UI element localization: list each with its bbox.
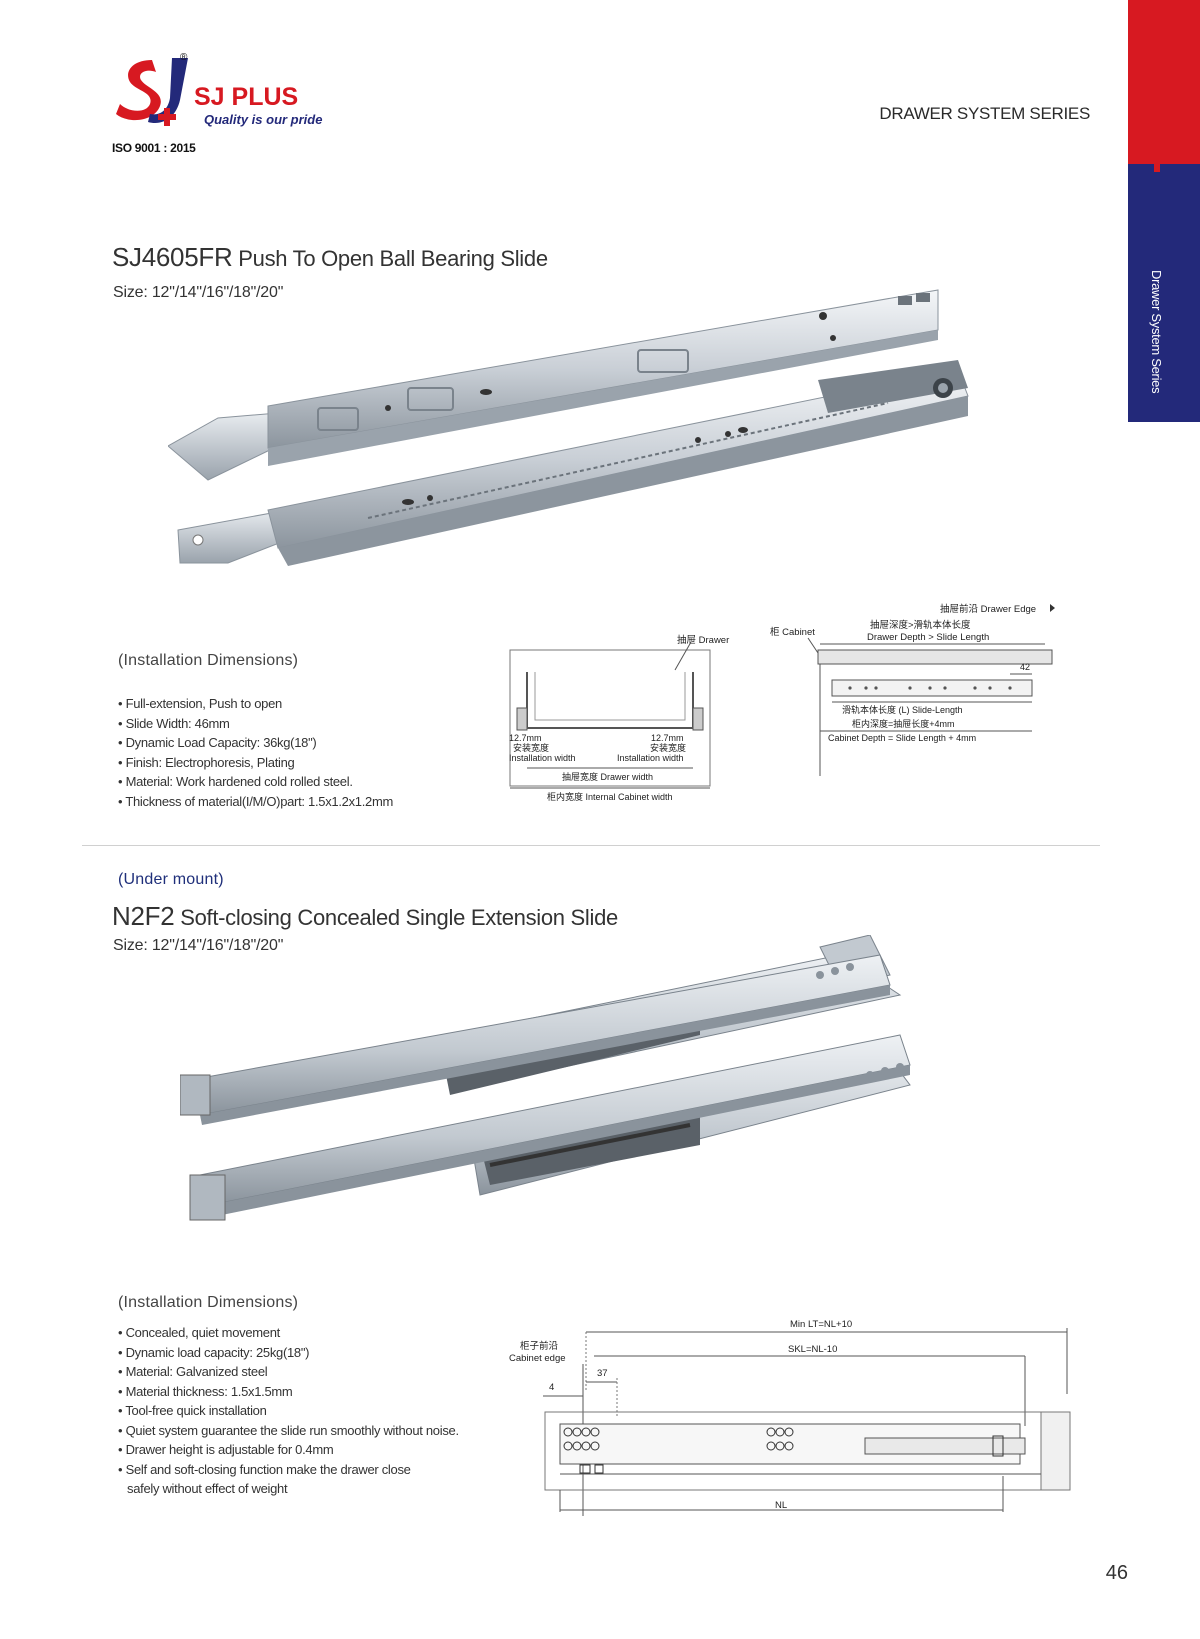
feature-item: Dynamic Load Capacity: 36kg(18") <box>118 733 393 753</box>
label-drawer-width: 抽屉宽度 Drawer width <box>562 771 653 782</box>
label-cabinet-depth-cn: 柜内深度=抽屉长度+4mm <box>852 718 955 729</box>
registered-mark: ® <box>180 52 188 63</box>
product2-title: N2F2 Soft-closing Concealed Single Exten… <box>112 901 618 932</box>
label-cabinet-edge-cn: 柜子前沿 <box>520 1340 559 1352</box>
feature-item: Material thickness: 1.5x1.5mm <box>118 1382 459 1402</box>
feature-item: Thickness of material(I/M/O)part: 1.5x1.… <box>118 792 393 812</box>
label-dim-4: 4 <box>549 1382 554 1393</box>
product1-size: Size: 12"/14"/16"/18"/20" <box>113 284 284 301</box>
label-dim-37: 37 <box>597 1368 608 1379</box>
label-dim-left: 12.7mm <box>509 733 542 743</box>
label-nl: NL <box>775 1500 787 1511</box>
label-drawer-edge: 抽屉前沿 Drawer Edge <box>940 603 1036 615</box>
feature-item: Quiet system guarantee the slide run smo… <box>118 1421 459 1441</box>
side-tab-blue <box>1128 150 1200 422</box>
feature-item: Material: Work hardened cold rolled stee… <box>118 772 393 792</box>
product1-feature-list: Full-extension, Push to open Slide Width… <box>118 694 393 811</box>
feature-item: Finish: Electrophoresis, Plating <box>118 753 393 773</box>
feature-item: Material: Galvanized steel <box>118 1362 459 1382</box>
product2-kicker: (Under mount) <box>118 871 224 888</box>
front-view-diagram: 抽屉 Drawer 12.7mm 12.7mm 安装宽度 安装宽度 Instal… <box>505 628 745 813</box>
product1-install-heading: (Installation Dimensions) <box>118 652 299 669</box>
label-dim-42: 42 <box>1020 662 1030 672</box>
feature-item: Slide Width: 46mm <box>118 714 393 734</box>
tagline: Quality is our pride <box>204 112 322 127</box>
label-skl: SKL=NL-10 <box>788 1344 837 1355</box>
series-title: DRAWER SYSTEM SERIES <box>879 104 1090 123</box>
product1-name: Push To Open Ball Bearing Slide <box>238 246 548 271</box>
product2-size: Size: 12"/14"/16"/18"/20" <box>113 937 284 954</box>
label-internal-width: 柜内宽度 Internal Cabinet width <box>547 791 673 802</box>
concealed-slide-image <box>179 934 940 1260</box>
label-install-cn-left: 安装宽度 <box>513 742 549 753</box>
product2-code: N2F2 <box>112 901 175 931</box>
label-slide-length: 滑轨本体长度 (L) Slide-Length <box>842 704 963 715</box>
feature-item: Concealed, quiet movement <box>118 1323 459 1343</box>
product2-feature-list: Concealed, quiet movement Dynamic load c… <box>118 1323 459 1499</box>
label-drawer: 抽屉 Drawer <box>677 634 729 646</box>
label-min-lt: Min LT=NL+10 <box>790 1319 852 1330</box>
product2-name: Soft-closing Concealed Single Extension … <box>180 905 618 930</box>
label-install-cn-right: 安装宽度 <box>650 742 686 753</box>
brand-name: SJ PLUS <box>194 83 298 111</box>
product1-title: SJ4605FR Push To Open Ball Bearing Slide <box>112 242 548 273</box>
side-tab-label: Drawer System Series <box>1149 270 1164 394</box>
label-dim-right: 12.7mm <box>651 733 684 743</box>
concealed-slide-diagram: Min LT=NL+10 SKL=NL-10 柜子前沿 Cabinet edge… <box>505 1316 1105 1521</box>
section-divider <box>82 845 1100 846</box>
page-number: 46 <box>1105 1562 1128 1584</box>
brand-logo: ® SJ PLUS Quality is our pride <box>110 50 360 160</box>
iso-certification: ISO 9001 : 2015 <box>112 141 196 155</box>
label-cabinet-edge-en: Cabinet edge <box>509 1353 566 1364</box>
side-tab-red <box>1128 0 1200 164</box>
label-depth-cn: 抽屉深度>滑轨本体长度 <box>870 619 971 631</box>
label-depth-en: Drawer Depth > Slide Length <box>867 632 989 643</box>
feature-item-continued: safely without effect of weight <box>127 1481 288 1496</box>
product2-install-heading: (Installation Dimensions) <box>118 1294 299 1311</box>
feature-item: Drawer height is adjustable for 0.4mm <box>118 1440 459 1460</box>
product1-code: SJ4605FR <box>112 242 233 272</box>
tab-mark-icon <box>1148 150 1160 172</box>
label-cabinet: 柜 Cabinet <box>770 626 815 638</box>
sj-monogram-icon <box>116 58 188 126</box>
label-install-en-right: Installation width <box>617 753 684 763</box>
label-cabinet-depth-en: Cabinet Depth = Slide Length + 4mm <box>828 733 976 743</box>
ball-bearing-slide-image <box>167 288 1028 593</box>
feature-item: Tool-free quick installation <box>118 1401 459 1421</box>
feature-item: Full-extension, Push to open <box>118 694 393 714</box>
side-view-diagram: 抽屉前沿 Drawer Edge 抽屉深度>滑轨本体长度 Drawer Dept… <box>770 598 1070 803</box>
feature-item: Self and soft-closing function make the … <box>118 1460 459 1480</box>
label-install-en-left: Installation width <box>509 753 576 763</box>
feature-item: Dynamic load capacity: 25kg(18") <box>118 1343 459 1363</box>
